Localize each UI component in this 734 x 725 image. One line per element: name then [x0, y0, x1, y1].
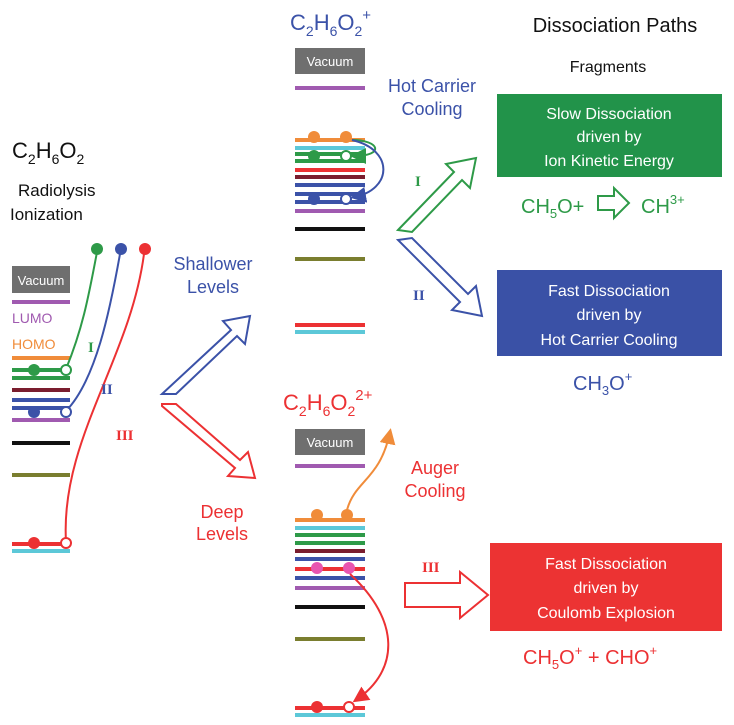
svg-text:Hot Carrier Cooling: Hot Carrier Cooling — [541, 332, 678, 349]
cation-energy-levels: Vacuum — [295, 48, 385, 334]
dication-formula: C2H6O22+ — [283, 387, 373, 419]
deep-label-2: Levels — [196, 524, 248, 544]
hot-carrier-label-2: Cooling — [401, 99, 462, 119]
radiolysis-label: Radiolysis — [18, 181, 95, 200]
level-purple — [12, 418, 70, 422]
level-blue-1 — [12, 398, 70, 402]
cation-branch-arrow-ii — [395, 236, 484, 318]
vacuum-level-box — [12, 266, 70, 293]
cation-vacuum-box — [295, 48, 365, 74]
hot-carrier-products: CH3O+ — [573, 369, 632, 398]
svg-text:driven by: driven by — [574, 580, 639, 597]
fragments-label: Fragments — [570, 59, 646, 76]
ejected-electron-blue — [115, 243, 127, 255]
pathway-i-left-label: I — [88, 340, 94, 356]
level-red-core — [12, 542, 70, 546]
level-blue-2 — [12, 406, 70, 410]
fast-hot-carrier-box: Fast Dissociation driven by Hot Carrier … — [497, 270, 722, 356]
pathway-iii-right-label: III — [422, 560, 440, 576]
cation-formula: C2H6O2+ — [290, 7, 371, 39]
neutral-molecule-formula: C2H6O2 — [12, 138, 85, 167]
cooling-arrow-blue — [350, 139, 385, 203]
svg-text:Fast Dissociation: Fast Dissociation — [548, 283, 670, 300]
svg-text:Fast Dissociation: Fast Dissociation — [545, 556, 667, 573]
lumo-level — [12, 300, 70, 304]
homo-level — [12, 356, 70, 360]
hot-carrier-label-1: Hot Carrier — [388, 76, 476, 96]
lumo-label: LUMO — [12, 310, 53, 326]
level-black — [12, 441, 70, 445]
dissociation-paths-heading: Dissociation Paths — [533, 15, 698, 37]
shallower-branch-arrow — [159, 314, 252, 395]
pathway-ii-right-label: II — [413, 288, 425, 304]
electron-red — [28, 537, 40, 549]
level-maroon — [12, 388, 70, 392]
svg-text:Coulomb Explosion: Coulomb Explosion — [537, 605, 675, 622]
auger-arrow — [346, 428, 396, 511]
deep-label-1: Deep — [200, 502, 243, 522]
cooling-arrow-green — [350, 139, 377, 164]
dication-energy-levels: Vacuum — [295, 428, 396, 717]
svg-text:driven by: driven by — [577, 307, 642, 324]
deep-core-arrow — [349, 573, 390, 703]
slow-dissociation-box: Slow Dissociation driven by Ion Kinetic … — [497, 94, 722, 177]
cation-branch-arrow-i — [395, 156, 478, 234]
slow-products: CH5O+ CH3+ — [521, 185, 685, 221]
ionization-arrow-ii — [65, 253, 121, 412]
ionization-arrow-iii — [64, 253, 145, 543]
electron-green — [28, 364, 40, 376]
hole-red — [60, 537, 72, 549]
svg-text:driven by: driven by — [577, 129, 642, 146]
auger-label-2: Cooling — [404, 481, 465, 501]
level-green-2 — [12, 376, 70, 380]
cation-vacuum-label: Vacuum — [307, 54, 354, 69]
level-cyan-core — [12, 549, 70, 553]
ejected-electron-red — [139, 243, 151, 255]
neutral-energy-levels: Vacuum LUMO HOMO — [12, 266, 70, 553]
ionization-arrow-i — [65, 251, 98, 370]
ionization-label: Ionization — [10, 205, 83, 224]
dication-vacuum-box — [295, 429, 365, 455]
coulomb-products: CH5O+ + CHO+ — [523, 643, 657, 672]
fast-coulomb-box: Fast Dissociation driven by Coulomb Expl… — [490, 543, 722, 631]
level-green-1 — [12, 368, 70, 372]
svg-text:CH5O+: CH5O+ — [521, 196, 584, 221]
ejected-electron-green — [91, 243, 103, 255]
level-olive — [12, 473, 70, 477]
deep-branch-arrow — [161, 403, 257, 480]
slow-products-arrow — [597, 185, 631, 221]
cation-lumo — [295, 86, 365, 90]
dication-vacuum-label: Vacuum — [307, 435, 354, 450]
svg-text:Ion Kinetic Energy: Ion Kinetic Energy — [544, 153, 674, 170]
pathway-i-right-label: I — [415, 174, 421, 190]
auger-label-1: Auger — [411, 458, 459, 478]
svg-text:Slow Dissociation: Slow Dissociation — [546, 106, 671, 123]
homo-label: HOMO — [12, 336, 56, 352]
dication-arrow-iii — [404, 569, 490, 621]
electron-blue — [28, 406, 40, 418]
vacuum-label: Vacuum — [18, 273, 65, 288]
pathway-ii-left-label: II — [101, 382, 113, 398]
svg-text:CH3+: CH3+ — [641, 192, 685, 218]
hole-green — [60, 364, 72, 376]
cation-homo — [295, 138, 365, 142]
pathway-iii-left-label: III — [116, 428, 134, 444]
ionization-arrows — [28, 243, 151, 549]
shallower-label-1: Shallower — [173, 254, 252, 274]
hole-blue — [60, 406, 72, 418]
shallower-label-2: Levels — [187, 277, 239, 297]
